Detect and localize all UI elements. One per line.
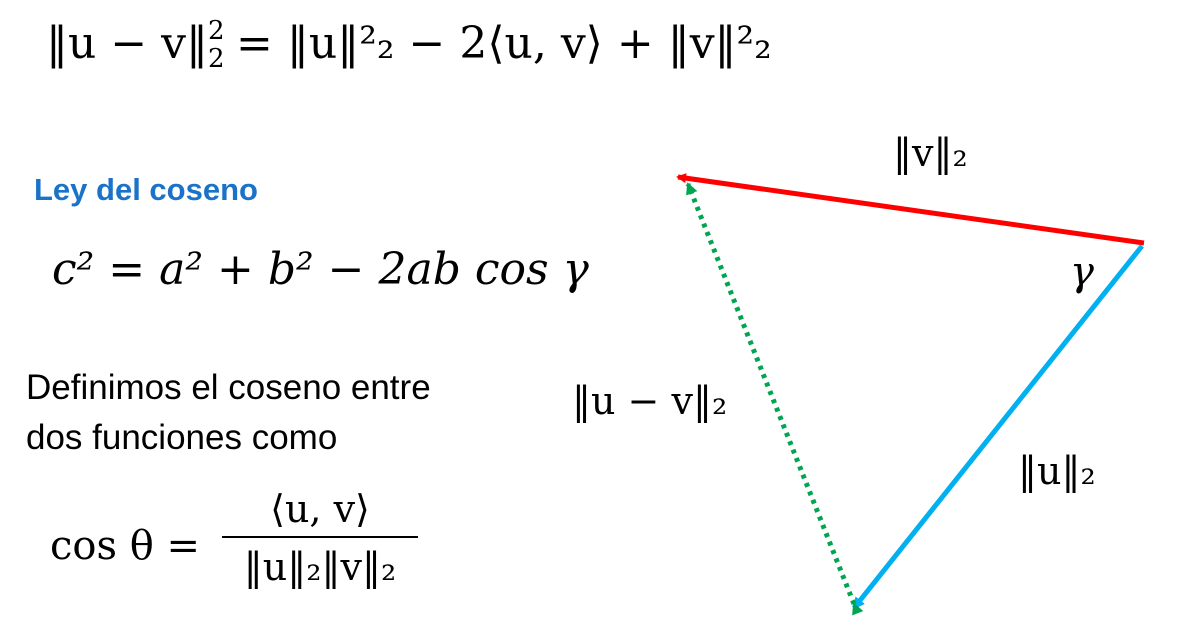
cos-theta-lhs: cos θ = bbox=[50, 523, 201, 569]
label-norm-u: ‖u‖₂ bbox=[1018, 449, 1096, 493]
label-norm-v: ‖v‖₂ bbox=[893, 131, 968, 175]
heading-ley-del-coseno: Ley del coseno bbox=[34, 172, 258, 207]
norm-identity-text: ‖u − v‖ bbox=[46, 18, 209, 69]
fraction-bar bbox=[222, 536, 418, 538]
cos-theta-numerator: ⟨u, v⟩ bbox=[270, 487, 370, 531]
law-of-cosines-formula: c² = a² + b² − 2ab cos γ bbox=[52, 244, 589, 295]
label-norm-u-minus-v: ‖u − v‖₂ bbox=[572, 379, 728, 423]
cos-theta-denominator: ‖u‖₂‖v‖₂ bbox=[243, 545, 397, 589]
cos-theta-fraction: ⟨u, v⟩ ‖u‖₂‖v‖₂ bbox=[222, 490, 418, 586]
vector-u-minus-v-arrow bbox=[685, 182, 864, 616]
definition-line-2: dos funciones como bbox=[26, 418, 338, 457]
vector-v-arrow bbox=[676, 173, 1145, 246]
label-gamma: γ bbox=[1070, 249, 1094, 295]
definition-line-1: Definimos el coseno entre bbox=[26, 368, 431, 407]
vector-u-arrow bbox=[852, 244, 1144, 610]
norm-identity-rhs: = ‖u‖²₂ − 2⟨u, v⟩ + ‖v‖²₂ bbox=[236, 18, 772, 69]
